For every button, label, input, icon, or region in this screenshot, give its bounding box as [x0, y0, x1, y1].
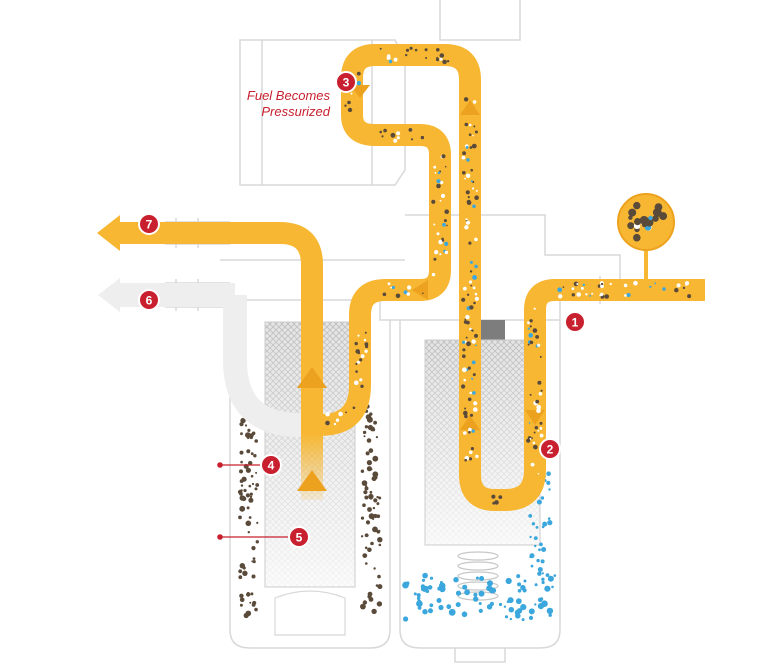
step-badge-2: 2 — [539, 438, 561, 460]
step-badge-1: 1 — [564, 311, 586, 333]
arrow-up-center-2 — [297, 470, 327, 491]
pressurized-path — [319, 44, 481, 436]
trapped-contaminants — [237, 398, 383, 619]
step-number-2: 2 — [547, 443, 554, 457]
step-badge-3: 3 — [335, 71, 357, 93]
step-badge-4: 4 — [260, 454, 282, 476]
inlet-path — [459, 95, 705, 511]
step-badge-5: 5 — [288, 526, 310, 548]
left-canister — [229, 320, 391, 649]
step-number-1: 1 — [572, 316, 579, 330]
spring — [457, 551, 499, 601]
callout-lines — [217, 462, 290, 540]
fuel-contaminants — [325, 46, 692, 505]
contaminant-magnifier — [617, 193, 675, 290]
separated-water — [402, 471, 557, 622]
annotation-line-2: Pressurized — [261, 104, 330, 119]
step-badge-7: 7 — [138, 213, 160, 235]
clean-fuel-path — [98, 278, 330, 437]
pump-body — [239, 39, 406, 186]
step-number-6: 6 — [146, 294, 153, 308]
outlet-path — [120, 222, 323, 500]
annotation-line-1: Fuel Becomes — [247, 88, 331, 103]
step-number-3: 3 — [343, 76, 350, 90]
right-filter-element — [424, 320, 541, 546]
right-canister — [399, 320, 561, 649]
step-number-7: 7 — [146, 218, 153, 232]
step-number-5: 5 — [296, 531, 303, 545]
flow-chevrons — [350, 85, 545, 430]
arrow-7-head — [97, 215, 120, 251]
arrow-6-head — [98, 278, 120, 312]
drain-nub — [454, 648, 506, 663]
arrow-up-center-1 — [297, 367, 327, 388]
step-badge-6: 6 — [138, 289, 160, 311]
pump-top-bracket — [439, 0, 521, 41]
step-number-4: 4 — [268, 459, 275, 473]
fuel-flow-paths — [120, 44, 705, 511]
